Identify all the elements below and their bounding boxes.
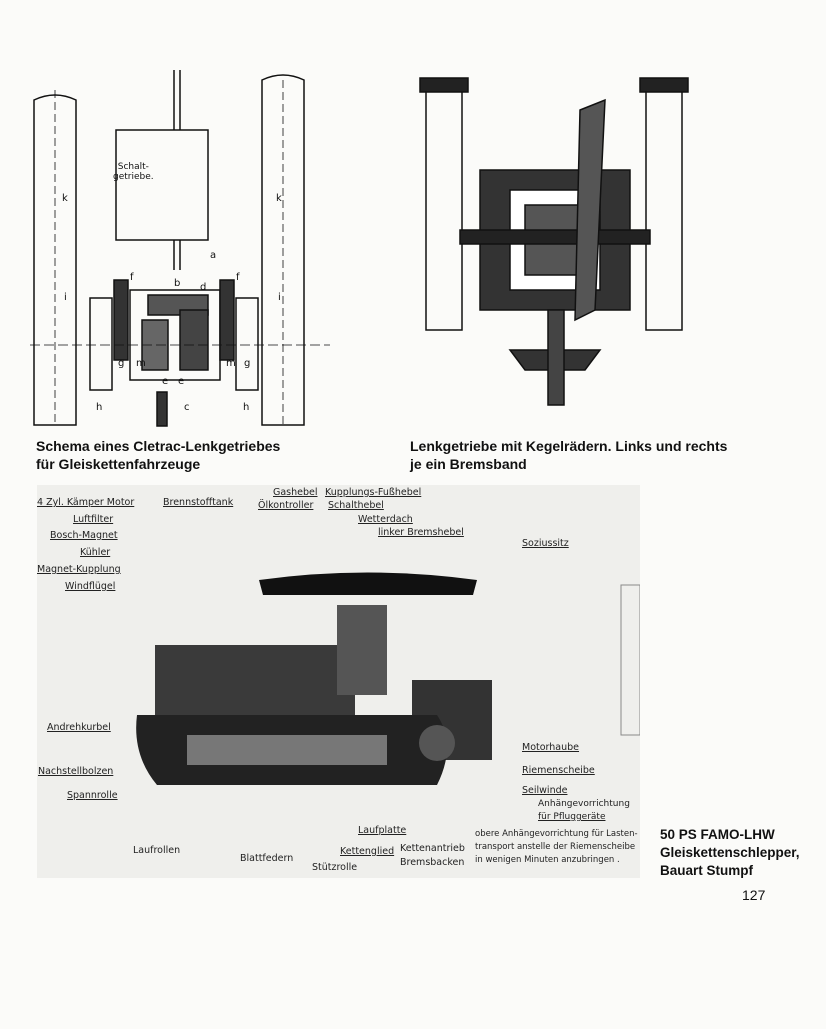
letter-a: a <box>210 250 217 261</box>
bevel-gear-diagram <box>419 77 689 406</box>
label-spannrolle: Spannrolle <box>67 790 118 801</box>
label-obere-line3: in wenigen Minuten anzubringen . <box>475 855 620 865</box>
letter-h-left: h <box>96 402 103 413</box>
gearbox-label: Schalt-getriebe. <box>113 162 154 182</box>
letter-e-right: e <box>178 376 185 387</box>
letter-g-right: g <box>244 358 251 369</box>
letter-g-left: g <box>118 358 125 369</box>
label-soziussitz: Soziussitz <box>522 538 569 549</box>
letter-k-left: k <box>62 193 68 204</box>
letter-e-left: e <box>162 376 169 387</box>
gearbox-label-line2: getriebe. <box>113 172 154 182</box>
label-kuehler: Kühler <box>80 547 111 558</box>
label-obere-line2: transport anstelle der Riemenscheibe <box>475 842 636 852</box>
label-schalthebel: Schalthebel <box>328 500 384 511</box>
letter-m-right: m <box>226 358 236 369</box>
label-riemenscheibe: Riemenscheibe <box>522 765 595 776</box>
label-anhaenge-line2: für Pfluggeräte <box>538 812 606 822</box>
tractor-photo <box>37 485 640 878</box>
label-seilwinde: Seilwinde <box>522 785 568 796</box>
gearbox-label-line1: Schalt- <box>117 162 149 172</box>
letter-c: c <box>184 402 190 413</box>
letter-i-left: i <box>64 292 67 303</box>
label-laufrollen: Laufrollen <box>133 845 181 856</box>
label-bosch: Bosch-Magnet <box>50 530 118 541</box>
label-laufplatte: Laufplatte <box>358 825 407 836</box>
label-blattfedern: Blattfedern <box>240 853 294 864</box>
bevel-gear-caption-line1: Lenkgetriebe mit Kegelrädern. Links und … <box>410 438 728 454</box>
label-nachstellbolzen: Nachstellbolzen <box>38 766 114 777</box>
label-kettenantrieb: Kettenantrieb <box>400 843 465 854</box>
bevel-gear-caption: Lenkgetriebe mit Kegelrädern. Links und … <box>410 437 727 473</box>
label-stuetzrolle: Stützrolle <box>312 862 358 873</box>
famo-caption-line2: Gleiskettenschlepper, <box>660 845 800 860</box>
label-windfluegel: Windflügel <box>65 581 116 592</box>
letter-h-right: h <box>243 402 250 413</box>
label-andrehkurbel: Andrehkurbel <box>47 722 111 733</box>
label-motorhaube: Motorhaube <box>522 742 580 753</box>
famo-caption: 50 PS FAMO-LHW Gleiskettenschlepper, Bauar… <box>660 826 800 880</box>
label-luftfilter: Luftfilter <box>73 514 114 525</box>
label-kupplungsfusshebel: Kupplungs-Fußhebel <box>325 487 422 498</box>
label-magnetkupplung: Magnet-Kupplung <box>37 564 121 575</box>
label-bremsbacken: Bremsbacken <box>400 857 465 868</box>
letter-d: d <box>200 282 207 293</box>
label-brennstofftank: Brennstofftank <box>163 497 234 508</box>
label-bremshebel: linker Bremshebel <box>378 527 464 538</box>
letter-b: b <box>174 278 181 289</box>
letter-m-left: m <box>136 358 146 369</box>
letter-k-right: k <box>276 193 282 204</box>
label-anhaenge-line1: Anhängevorrichtung <box>538 799 630 809</box>
label-gashebel: Gashebel <box>273 487 318 498</box>
label-oelkontroller: Ölkontroller <box>258 500 314 511</box>
famo-caption-line3: Bauart Stumpf <box>660 863 754 878</box>
label-wetterdach: Wetterdach <box>358 514 413 525</box>
letter-f-right: f <box>236 272 240 283</box>
cletrac-caption-line2: für Gleiskettenfahrzeuge <box>36 456 201 472</box>
tractor-illustration <box>136 572 640 785</box>
page-number: 127 <box>742 887 766 903</box>
bevel-gear-caption-line2: je ein Bremsband <box>410 456 527 472</box>
cletrac-caption-line1: Schema eines Cletrac-Lenkgetriebes <box>36 438 281 454</box>
cletrac-caption: Schema eines Cletrac-Lenkgetriebes für Gl… <box>36 437 280 473</box>
label-motor: 4 Zyl. Kämper Motor <box>37 497 135 508</box>
cletrac-diagram <box>30 70 330 427</box>
label-kettenglied: Kettenglied <box>340 846 395 857</box>
label-obere-line1: obere Anhängevorrichtung für Lasten- <box>475 829 638 839</box>
famo-caption-line1: 50 PS FAMO-LHW <box>660 827 775 842</box>
letter-f-left: f <box>130 272 134 283</box>
letter-i-right: i <box>278 292 281 303</box>
